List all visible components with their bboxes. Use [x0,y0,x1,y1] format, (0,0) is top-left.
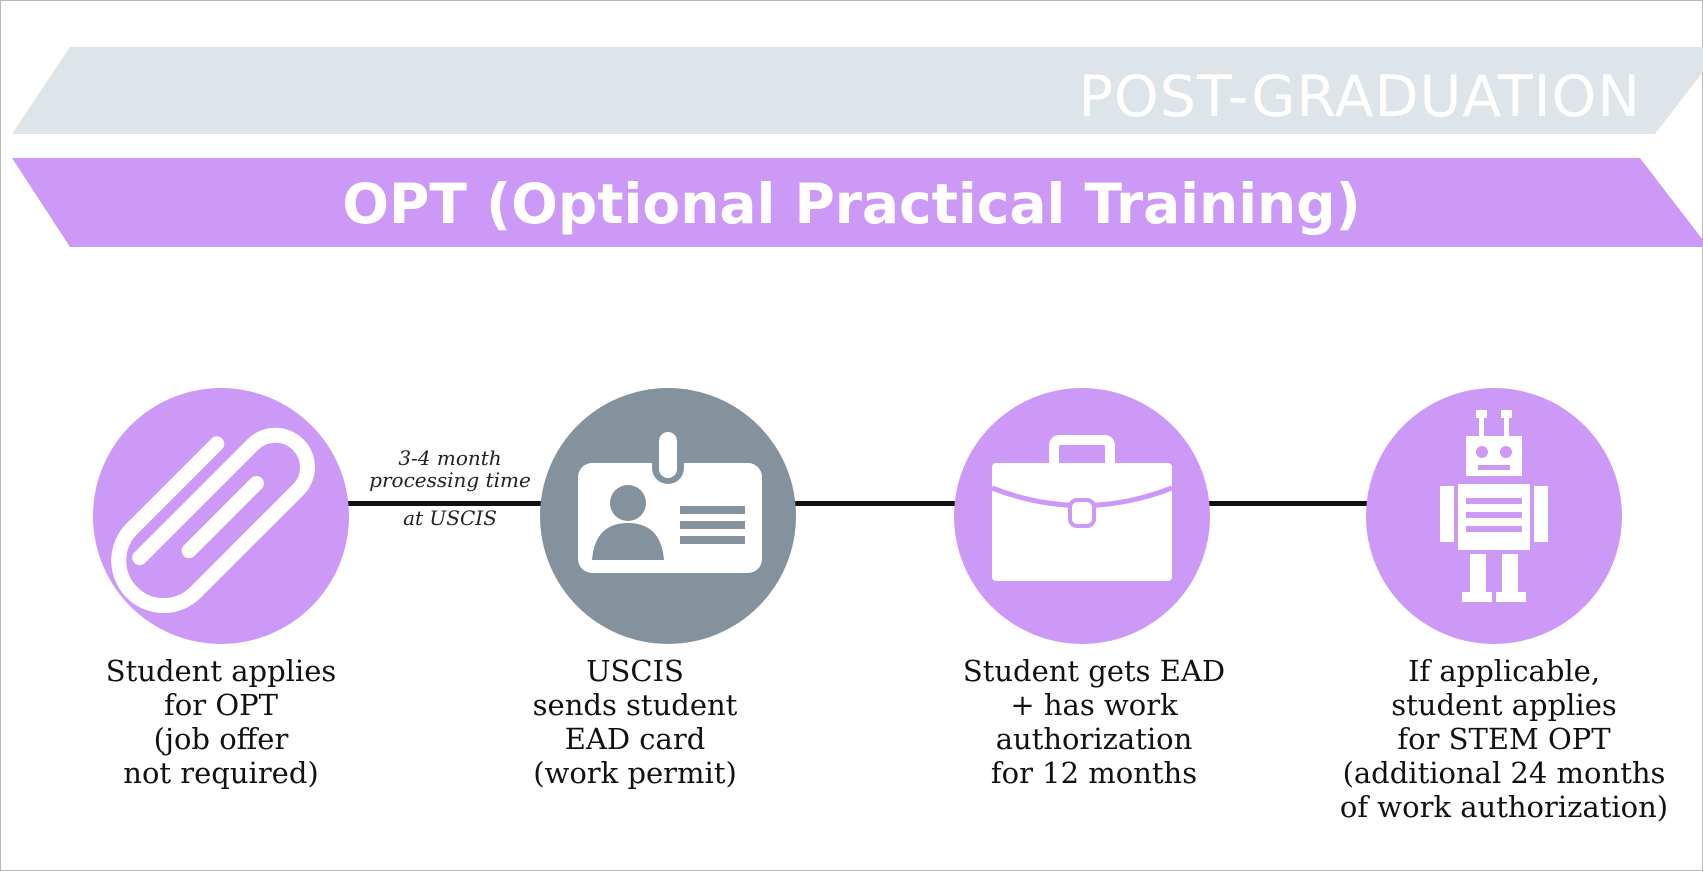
caption-line: Student gets EAD [962,654,1226,688]
caption-line: Student applies [105,654,337,688]
step-apply-circle [93,388,349,644]
banner-shapes [12,47,1703,247]
processing-note-line: processing time [369,468,531,492]
caption-line: not required) [123,756,319,790]
caption-line: for 12 months [990,756,1198,790]
step-uscis-caption: USCIS sends student EAD card (work permi… [465,654,805,790]
caption-line: (work permit) [533,756,737,790]
caption-line: authorization [995,722,1193,756]
caption-line: (job offer [153,722,289,756]
caption-line: of work authorization) [1339,790,1669,824]
opt-title-banner [12,158,1703,247]
caption-line: for OPT [164,688,278,722]
step-ead-circle [954,388,1210,644]
page-title: OPT (Optional Practical Training) [342,172,1361,236]
step-stem-caption: If applicable, student applies for STEM … [1318,654,1690,824]
caption-line: If applicable, [1407,654,1601,688]
robot-icon [1440,410,1548,602]
phase-label: POST-GRADUATION [1078,64,1641,130]
caption-line: for STEM OPT [1397,722,1611,756]
caption-line: EAD card [564,722,706,756]
processing-note-line: at USCIS [403,506,497,530]
step-apply-caption: Student applies for OPT (job offer not r… [51,654,391,790]
step-uscis-circle [540,388,796,644]
briefcase-icon [991,435,1173,581]
caption-line: sends student [532,688,738,722]
post-graduation-banner [12,47,1703,134]
id-badge-icon [578,426,762,573]
step-stem-circle [1366,388,1622,644]
caption-line: + has work [1010,688,1178,722]
caption-line: (additional 24 months [1342,756,1666,790]
caption-line: USCIS [586,654,684,688]
processing-note-line: 3-4 month [398,446,502,470]
caption-line: student applies [1391,688,1617,722]
step-ead-caption: Student gets EAD + has work authorizatio… [924,654,1264,790]
paperclip-icon [111,427,315,613]
processing-note: 3-4 month processing time at USCIS [350,446,550,530]
timeline-connector [340,501,1380,506]
